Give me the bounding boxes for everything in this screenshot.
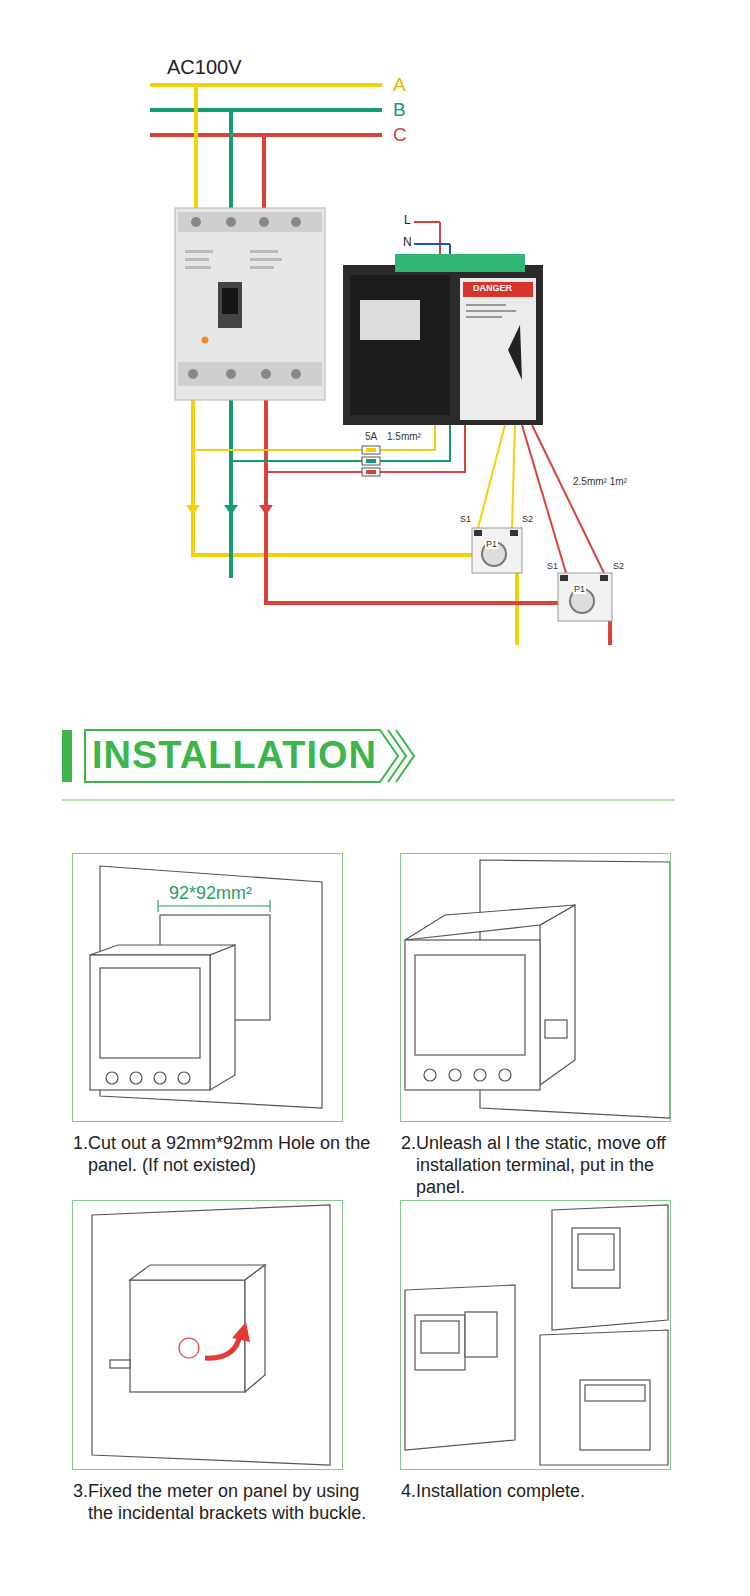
step-frame: 4.Installation complete. bbox=[400, 1200, 671, 1470]
wiring-label: 2.5mm² 1m² bbox=[572, 476, 628, 488]
ct-leads bbox=[478, 425, 604, 573]
wiring-label: 5A bbox=[364, 431, 378, 443]
step-caption: 4.Installation complete. bbox=[401, 1481, 706, 1503]
phase-lines bbox=[150, 85, 382, 214]
wiring-label: AC100V bbox=[166, 56, 243, 79]
down-arrows bbox=[186, 505, 273, 515]
wiring-label: 1.5mm² bbox=[386, 431, 422, 443]
wiring-label: L bbox=[403, 214, 412, 228]
circuit-breaker bbox=[175, 208, 325, 400]
wiring-label: P1 bbox=[573, 584, 586, 594]
wiring-label: S1 bbox=[546, 561, 559, 571]
voltage-taps bbox=[193, 425, 465, 472]
wiring-label: P1 bbox=[485, 539, 498, 549]
wiring-label: N bbox=[402, 236, 413, 250]
power-meter bbox=[343, 222, 543, 425]
step-frame: 2.Unleash al l the static, move off inst… bbox=[400, 853, 671, 1122]
section-title: INSTALLATION bbox=[92, 734, 377, 777]
fuses bbox=[362, 446, 380, 476]
wiring-label: S2 bbox=[521, 514, 534, 524]
wiring-label: C bbox=[392, 124, 408, 146]
step3-drawing bbox=[92, 1205, 330, 1465]
step1-drawing bbox=[90, 866, 322, 1108]
step4-drawing bbox=[405, 1205, 668, 1465]
wiring-label: 92*92mm² bbox=[168, 883, 253, 904]
step2-drawing bbox=[405, 860, 670, 1118]
step-caption: 1.Cut out a 92mm*92mm Hole on the panel.… bbox=[73, 1133, 378, 1177]
step-caption: 2.Unleash al l the static, move off inst… bbox=[401, 1133, 706, 1199]
wiring-label: S1 bbox=[459, 514, 472, 524]
wiring-label: A bbox=[392, 74, 407, 96]
current-transformers bbox=[472, 528, 612, 621]
step-caption: 3.Fixed the meter on panel by using the … bbox=[73, 1481, 378, 1525]
step-frame: 3.Fixed the meter on panel by using the … bbox=[72, 1200, 343, 1470]
wiring-label: B bbox=[392, 99, 407, 121]
warning-label: DANGER bbox=[472, 283, 513, 293]
section-banner bbox=[62, 730, 675, 800]
wiring-label: S2 bbox=[612, 561, 625, 571]
